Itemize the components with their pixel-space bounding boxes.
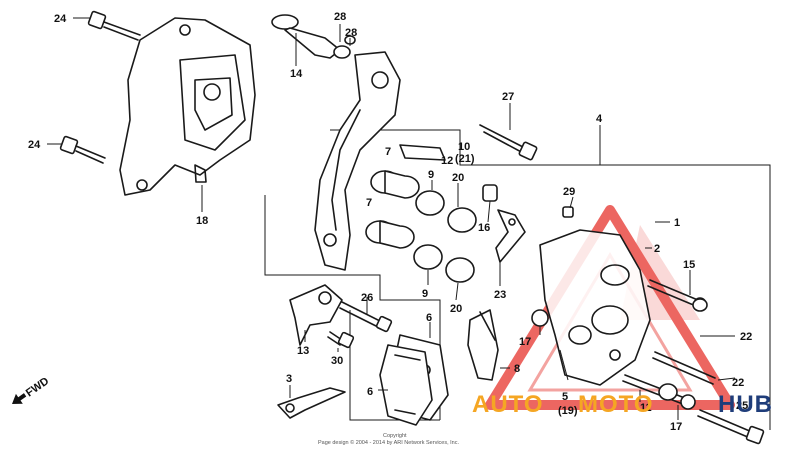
label-2: 2 bbox=[654, 243, 660, 255]
label-9-bottom: 9 bbox=[422, 288, 428, 300]
bolt-29 bbox=[562, 206, 574, 218]
label-17-right: 17 bbox=[670, 421, 682, 433]
label-3: 3 bbox=[286, 373, 292, 385]
label-30: 30 bbox=[331, 355, 343, 367]
label-28-b: 28 bbox=[345, 27, 357, 39]
label-28-a: 28 bbox=[334, 11, 346, 23]
pad-spring-8 bbox=[467, 309, 499, 381]
label-13: 13 bbox=[297, 345, 309, 357]
label-22-bottom: 22 bbox=[732, 377, 744, 389]
label-18: 18 bbox=[196, 215, 208, 227]
footer: Copyright Page design © 2004 - 2014 by A… bbox=[318, 433, 459, 446]
seal-20-bottom bbox=[445, 257, 475, 283]
label-14: 14 bbox=[290, 68, 303, 80]
label-22-top: 22 bbox=[740, 331, 752, 343]
bolt-26 bbox=[339, 301, 393, 333]
bleeder-16 bbox=[482, 184, 498, 202]
label-7-top: 7 bbox=[385, 146, 391, 158]
label-8: 8 bbox=[514, 363, 520, 375]
pin-11 bbox=[622, 374, 696, 410]
washer-17-a bbox=[531, 309, 549, 327]
label-4: 4 bbox=[596, 113, 603, 125]
label-5: 5 bbox=[562, 391, 568, 403]
retainer-23 bbox=[495, 209, 526, 263]
label-26: 26 bbox=[361, 292, 373, 304]
label-17-left: 17 bbox=[519, 336, 531, 348]
bolt-24-bottom bbox=[59, 135, 106, 164]
bolt-27 bbox=[479, 124, 538, 161]
fwd-label: FWD bbox=[24, 375, 51, 399]
label-25: 25 bbox=[736, 400, 748, 412]
pad-spring-12 bbox=[399, 144, 446, 161]
piston-7-bottom bbox=[365, 220, 415, 249]
label-11: 11 bbox=[640, 402, 652, 414]
caliper-body bbox=[119, 17, 256, 196]
label-15: 15 bbox=[683, 259, 695, 271]
label-7-bottom: 7 bbox=[366, 197, 372, 209]
label-29: 29 bbox=[563, 186, 575, 198]
footer-note: Page design © 2004 - 2014 by ARI Network… bbox=[318, 439, 459, 446]
label-6-top: 6 bbox=[426, 312, 432, 324]
piston-7-top bbox=[370, 170, 420, 199]
bolt-30 bbox=[327, 331, 355, 349]
caliper-half-5 bbox=[539, 229, 651, 386]
watermark-text-auto: AUTO bbox=[472, 391, 544, 418]
label-19: (19) bbox=[558, 405, 578, 417]
copyright-mark: Copyright bbox=[383, 433, 407, 439]
seal-20-top bbox=[447, 207, 477, 233]
forward-direction-indicator: FWD bbox=[12, 375, 51, 404]
bracket-13 bbox=[289, 284, 343, 346]
caliper-bracket bbox=[314, 51, 401, 271]
bolt-25 bbox=[697, 409, 765, 445]
washer-15 bbox=[692, 298, 708, 312]
label-12: 12 bbox=[441, 155, 453, 167]
label-24-bottom: 24 bbox=[28, 139, 41, 151]
watermark-text: AUTO MOTO HUB bbox=[472, 391, 773, 418]
slide-pin-14 bbox=[271, 14, 341, 59]
label-20-bottom: 20 bbox=[450, 303, 462, 315]
arrow-left-icon bbox=[12, 393, 27, 404]
assembly-outline bbox=[264, 125, 771, 430]
leader-lines bbox=[47, 17, 736, 420]
label-20-top: 20 bbox=[452, 172, 464, 184]
watermark-text-hub: HUB bbox=[718, 391, 773, 418]
label-27: 27 bbox=[502, 91, 514, 103]
watermark-text-moto: MOTO bbox=[578, 391, 654, 418]
label-10: 10 bbox=[458, 141, 470, 153]
label-24-top: 24 bbox=[54, 13, 67, 25]
label-1: 1 bbox=[674, 217, 680, 229]
boot-28 bbox=[333, 35, 356, 59]
label-23: 23 bbox=[494, 289, 506, 301]
seal-9-top bbox=[415, 190, 445, 216]
part-labels: 24 24 18 14 28 28 27 4 7 7 12 10 (21) 9 … bbox=[28, 11, 752, 433]
brake-pad-6-front bbox=[379, 344, 433, 426]
pin-22-bottom bbox=[652, 351, 716, 385]
label-21: (21) bbox=[455, 153, 475, 165]
bolt-24-top bbox=[87, 10, 141, 41]
clip-3 bbox=[277, 387, 346, 419]
label-16: 16 bbox=[478, 222, 490, 234]
seal-9-bottom bbox=[413, 244, 443, 270]
washer-17-b bbox=[658, 383, 678, 401]
label-9-top: 9 bbox=[428, 169, 434, 181]
label-6-left: 6 bbox=[367, 386, 373, 398]
